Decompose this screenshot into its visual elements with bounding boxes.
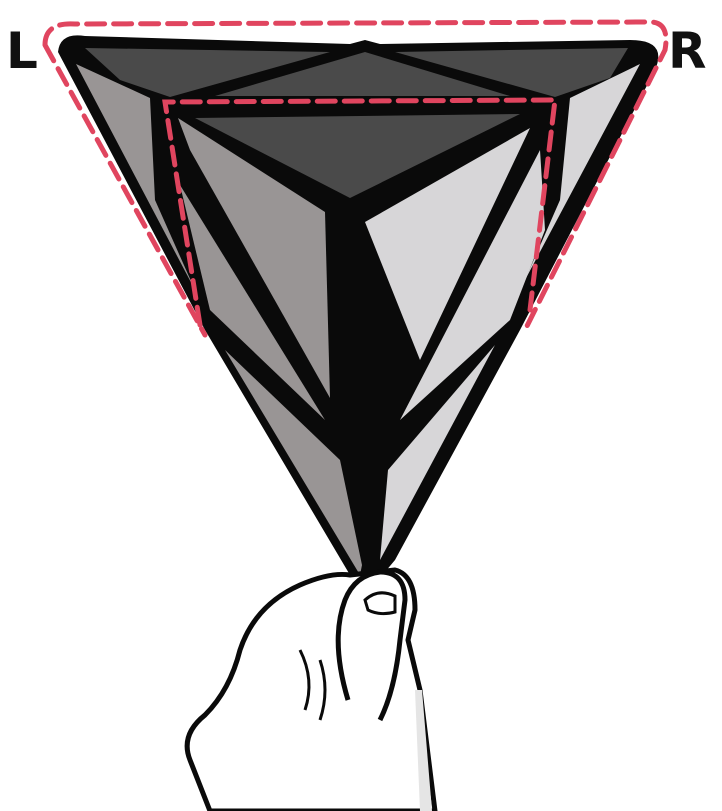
holding-hand-icon [187,570,435,811]
pyraminx-cube-icon [58,30,664,590]
thumb-nail [365,593,395,614]
left-side-label: L [6,22,38,80]
right-side-label: R [668,22,707,80]
